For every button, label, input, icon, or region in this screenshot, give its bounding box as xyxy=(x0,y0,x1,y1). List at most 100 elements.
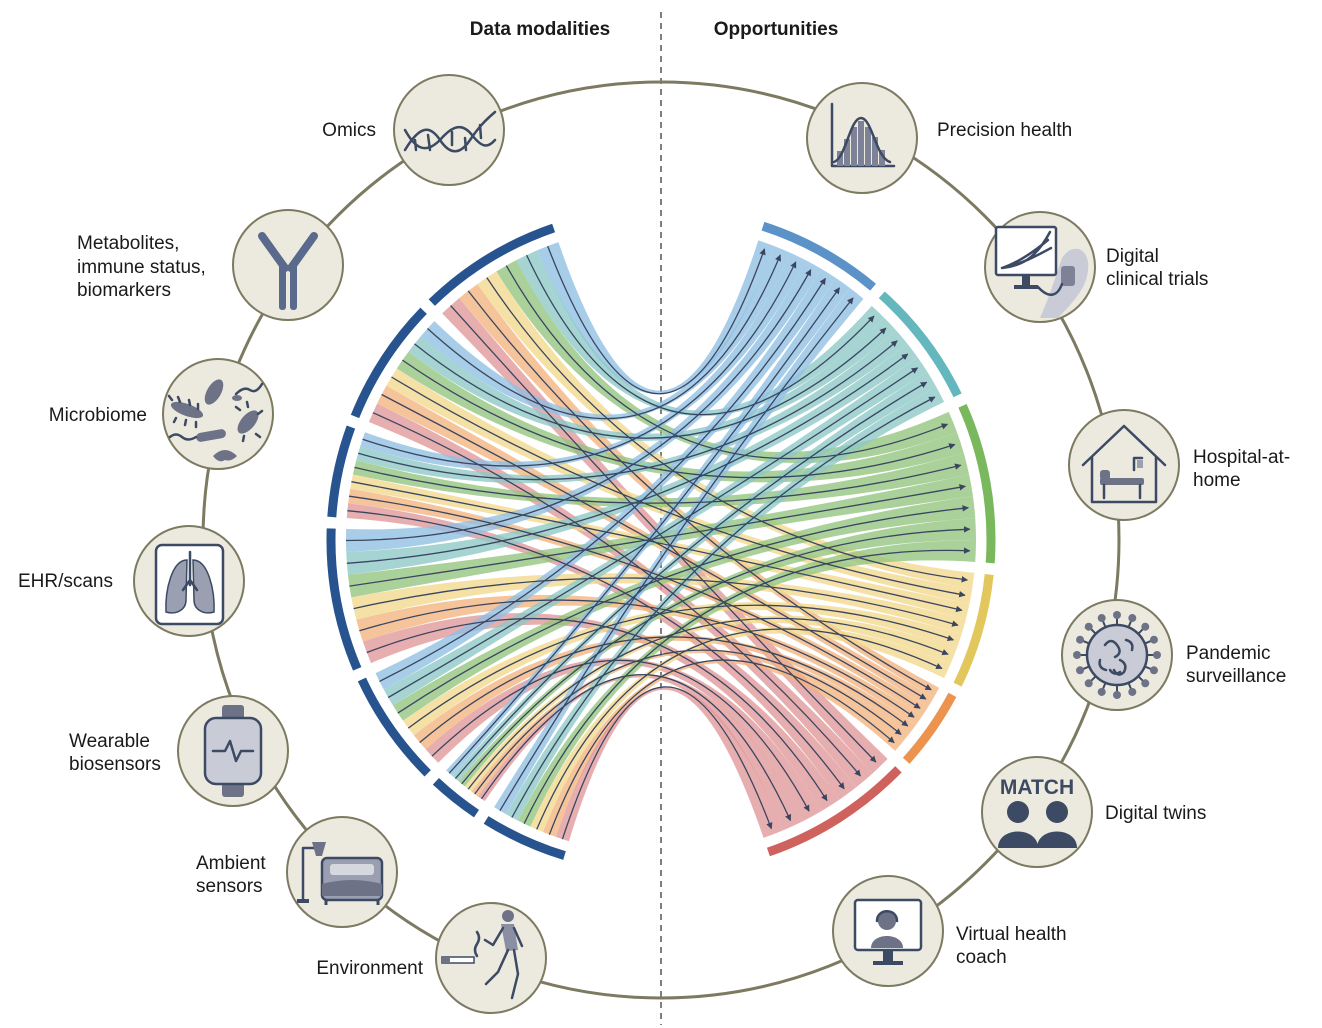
opportunity-coach: Virtual health coach xyxy=(832,875,1067,987)
modality-arc-environment xyxy=(483,816,566,860)
virus-spike-head xyxy=(1153,651,1161,659)
modality-arc-ehr xyxy=(326,528,362,671)
video-call-icon xyxy=(853,898,923,965)
virus-icon xyxy=(1073,611,1161,699)
opportunity-label-hospital-1: Hospital-at- xyxy=(1193,447,1290,468)
flow-line-ehr-to-hospital xyxy=(349,484,966,587)
bedroom-lamp-icon xyxy=(297,842,384,905)
flow-line-metabolites-to-twins xyxy=(381,393,927,700)
flow-line-microbiome-to-hospital xyxy=(354,463,962,504)
flow-line-ambient-to-pandemic xyxy=(467,617,949,790)
flow-line-ambient-to-coach xyxy=(480,673,792,822)
opportunity-label-pandemic-2: surveillance xyxy=(1186,666,1286,687)
modality-label-ambient-1: Ambient xyxy=(196,853,266,874)
flow-line-ambient-to-precision xyxy=(448,287,841,774)
ribbon-wearable-to-hospital xyxy=(392,496,976,721)
modality-microbiome: Microbiome xyxy=(49,358,274,470)
modality-omics: Omics xyxy=(322,74,505,186)
flow-line-ehr-to-twins xyxy=(359,599,915,718)
flow-line-environment-to-pandemic xyxy=(536,628,943,830)
flow-line-environment-to-coach xyxy=(561,686,773,840)
modality-arc-metabolites xyxy=(350,307,427,419)
modality-label-omics: Omics xyxy=(322,120,376,141)
ribbon-wearable-to-twins xyxy=(413,635,916,750)
opportunity-arc-twins xyxy=(902,692,957,764)
flow-line-environment-to-twins xyxy=(548,659,895,835)
data-modalities-heading: Data modalities xyxy=(470,19,610,40)
flow-line-metabolites-to-precision xyxy=(427,254,782,420)
opportunity-arc-coach xyxy=(766,766,902,857)
ribbon-metabolites-to-trials xyxy=(408,317,897,441)
ribbon-ehr-to-pandemic xyxy=(351,573,966,635)
flow-line-omics-to-pandemic xyxy=(486,277,969,583)
antibody-icon xyxy=(258,232,318,310)
modality-ehr: EHR/scans xyxy=(18,525,245,637)
opportunity-pandemic: Pandemic surveillance xyxy=(1061,599,1286,711)
ribbon-ehr-to-twins xyxy=(356,594,923,726)
modality-label-microbiome: Microbiome xyxy=(49,405,147,426)
modality-label-metabolites-1: Metabolites, xyxy=(77,233,179,254)
virus-spike-head xyxy=(1149,666,1158,675)
flow-line-ambient-to-twins xyxy=(474,649,902,795)
virus-spike-head xyxy=(1141,622,1150,631)
opportunity-label-coach-1: Virtual health xyxy=(956,924,1067,945)
modality-label-wearable-2: biosensors xyxy=(69,754,161,775)
virus-spike-head xyxy=(1141,679,1150,688)
monitor-wearable-icon xyxy=(994,225,1089,318)
flow-line-environment-to-precision xyxy=(499,297,854,812)
distribution-chart-icon xyxy=(830,102,896,168)
flow-line-ehr-to-coach xyxy=(366,618,828,802)
virus-spike-head xyxy=(1128,687,1137,696)
ribbon-microbiome-to-precision xyxy=(360,252,807,470)
virus-spike-head xyxy=(1076,635,1085,644)
modality-label-wearable-1: Wearable xyxy=(69,731,150,752)
modality-metabolites: Metabolites, immune status, biomarkers xyxy=(77,209,344,321)
flow-line-wearable-to-pandemic xyxy=(407,604,955,729)
flow-line-wearable-to-trials xyxy=(387,367,919,699)
flow-line-omics-to-coach xyxy=(450,305,877,763)
twin-people-icon: MATCH xyxy=(998,776,1077,848)
flow-line-omics-to-precision xyxy=(547,245,766,395)
ribbon-environment-to-precision xyxy=(494,287,864,815)
opportunity-label-hospital-2: home xyxy=(1193,470,1241,491)
virus-spike-head xyxy=(1149,635,1158,644)
flow-line-microbiome-to-twins xyxy=(349,495,921,709)
opportunity-hospital: Hospital-at- home xyxy=(1068,409,1290,521)
opportunity-trials: Digital clinical trials xyxy=(984,211,1208,323)
flow-lines-layer xyxy=(345,245,971,840)
flow-line-metabolites-to-trials xyxy=(414,327,887,439)
opportunity-arc-pandemic xyxy=(953,574,994,687)
flow-line-microbiome-to-coach xyxy=(347,510,845,790)
virus-spike-head xyxy=(1084,679,1093,688)
modality-label-environment: Environment xyxy=(316,958,423,979)
arcs-layer xyxy=(326,221,996,860)
flow-line-microbiome-to-pandemic xyxy=(351,481,963,613)
match-badge: MATCH xyxy=(1000,776,1074,799)
opportunity-label-pandemic-1: Pandemic xyxy=(1186,643,1271,664)
ribbon-ambient-to-precision xyxy=(446,277,850,776)
virus-spike-head xyxy=(1084,622,1093,631)
modality-arc-microbiome xyxy=(327,425,356,518)
bacteria-icon xyxy=(167,379,264,462)
dna-helix-icon xyxy=(403,110,497,153)
flow-line-ambient-to-hospital xyxy=(461,526,971,785)
ribbon-ehr-to-precision xyxy=(346,260,822,552)
ribbon-ehr-to-coach xyxy=(362,613,840,812)
ribbon-omics-to-hospital xyxy=(496,260,958,464)
flow-line-omics-to-hospital xyxy=(505,265,949,460)
modality-label-ambient-2: sensors xyxy=(196,876,263,897)
modality-wearable: Wearable biosensors xyxy=(69,695,289,807)
flow-line-environment-to-hospital xyxy=(523,547,971,824)
modality-environment: Environment xyxy=(316,902,547,1014)
lung-scan-icon xyxy=(154,543,225,626)
smartwatch-icon xyxy=(203,705,263,797)
ribbon-metabolites-to-precision xyxy=(420,246,791,421)
flow-line-environment-to-trials xyxy=(511,396,936,818)
flow-line-omics-to-trials xyxy=(526,254,875,416)
flow-line-microbiome-to-trials xyxy=(358,340,898,481)
modality-label-ehr: EHR/scans xyxy=(18,571,113,592)
runner-cigarette-icon xyxy=(441,910,524,1000)
ribbon-ambient-to-trials xyxy=(452,371,937,782)
opportunity-arc-trials xyxy=(878,291,962,398)
